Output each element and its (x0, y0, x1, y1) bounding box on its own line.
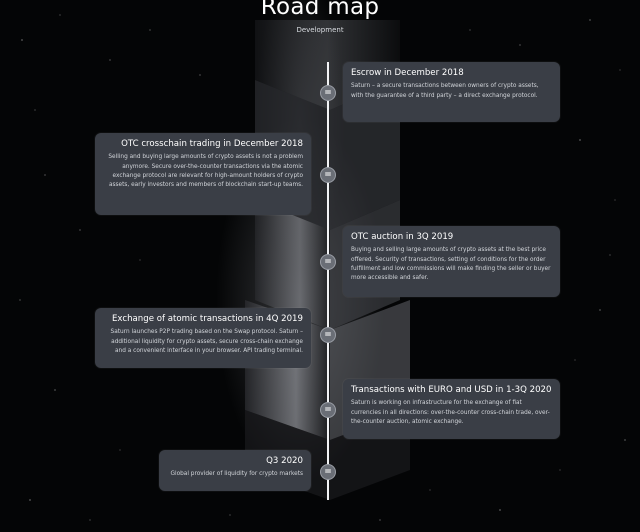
timeline-node-icon: = (320, 464, 336, 480)
timeline-line (327, 62, 329, 500)
milestone-text: Saturn launches P2P trading based on the… (110, 329, 303, 355)
milestone-title: Transactions with EURO and USD in 1-3Q 2… (351, 385, 552, 395)
milestone-title: Escrow in December 2018 (351, 68, 464, 78)
timeline-node-icon: = (320, 254, 336, 270)
milestone-card-otc-crosschain: OTC crosschain trading in December 2018 … (95, 133, 311, 215)
milestone-title: OTC crosschain trading in December 2018 (121, 139, 303, 149)
timeline-node-icon: = (320, 327, 336, 343)
timeline-node-icon: = (320, 167, 336, 183)
milestone-title: Q3 2020 (266, 456, 303, 466)
milestone-title: OTC auction in 3Q 2019 (351, 232, 454, 242)
page-title: Road map (260, 0, 380, 20)
milestone-text: Global provider of liquidity for crypto … (170, 471, 303, 478)
milestone-card-otc-auction: OTC auction in 3Q 2019 Buying and sellin… (343, 226, 560, 297)
page-subtitle: Development (296, 26, 344, 34)
milestone-card-escrow: Escrow in December 2018 Saturn – a secur… (343, 62, 560, 122)
milestone-card-q3-2020: Q3 2020 Global provider of liquidity for… (159, 450, 311, 491)
milestone-title: Exchange of atomic transactions in 4Q 20… (111, 314, 303, 324)
timeline-node-icon: = (320, 85, 336, 101)
milestone-card-atomic-exchange: Exchange of atomic transactions in 4Q 20… (95, 308, 311, 368)
milestone-text: Selling and buying large amounts of cryp… (108, 154, 303, 189)
milestone-text: Saturn – a secure transactions between o… (351, 83, 539, 99)
milestone-text: Buying and selling large amounts of cryp… (351, 247, 551, 282)
milestone-text: Saturn is working on infrastructure for … (351, 400, 550, 426)
timeline-node-icon: = (320, 402, 336, 418)
milestone-card-fiat-transactions: Transactions with EURO and USD in 1-3Q 2… (343, 379, 560, 439)
